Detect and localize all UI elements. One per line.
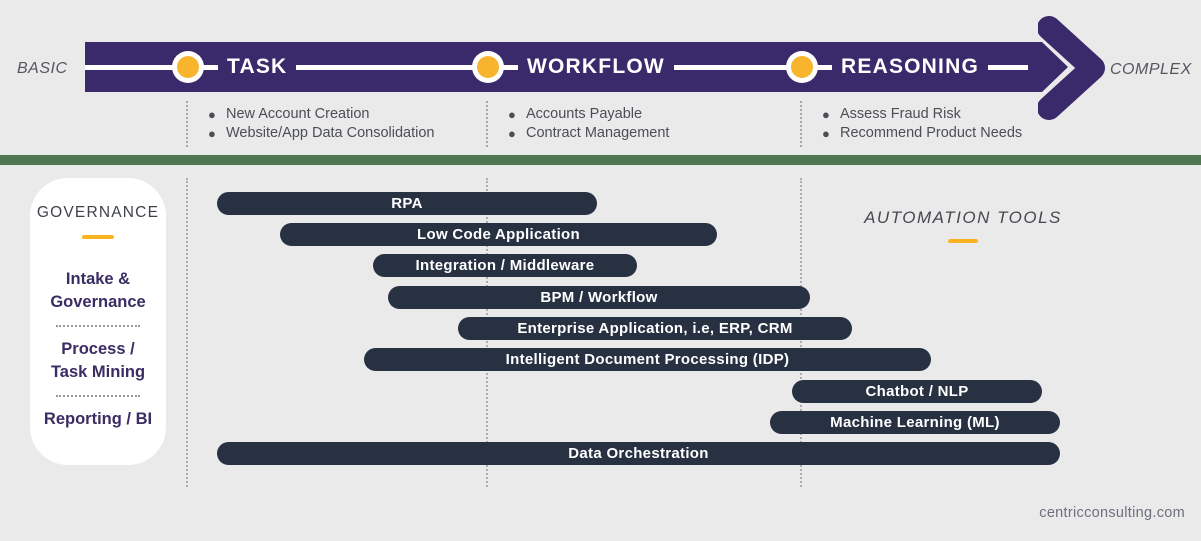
governance-item: Process / Task Mining [50,340,146,382]
milestone-dot-inner [477,56,499,78]
tool-bar: Data Orchestration [217,442,1060,465]
example-text: Contract Management [526,125,670,141]
bullet-icon: ● [508,107,516,122]
bullet-icon: ● [208,126,216,141]
example-list-reasoning: ● Assess Fraud Risk ● Recommend Product Nee… [822,105,1022,143]
example-text: Accounts Payable [526,106,643,122]
automation-tools-label: AUTOMATION TOOLS [864,208,1062,227]
example-item: ● Accounts Payable [508,105,669,124]
website-url: centricconsulting.com [1039,505,1185,521]
arrowhead-chevron-icon [1038,16,1105,120]
example-item: ● Contract Management [508,124,669,143]
example-item: ● New Account Creation [208,105,435,124]
example-text: Website/App Data Consolidation [226,125,435,141]
green-divider [0,155,1201,165]
complex-label: COMPLEX [1110,61,1192,78]
milestone-dot-task [172,51,204,83]
example-list-task: ● New Account Creation ● Website/App Data C… [208,105,435,143]
milestone-dot-inner [177,56,199,78]
example-text: Recommend Product Needs [840,125,1023,141]
tool-bar: RPA [217,192,597,215]
governance-separator [56,325,140,328]
example-text: Assess Fraud Risk [840,106,961,122]
milestone-label-reasoning: REASONING [832,42,988,92]
milestone-dot-workflow [472,51,504,83]
governance-underline [82,235,114,239]
example-text: New Account Creation [226,106,370,122]
governance-title: GOVERNANCE [36,204,160,221]
tool-bar: BPM / Workflow [388,286,810,309]
example-item: ● Assess Fraud Risk [822,105,1022,124]
bullet-icon: ● [822,126,830,141]
tool-bar: Enterprise Application, i.e, ERP, CRM [458,317,852,340]
milestone-dot-inner [791,56,813,78]
milestone-label-task: TASK [218,42,296,92]
automation-tools-title: AUTOMATION TOOLS [850,208,1076,243]
milestone-label-workflow: WORKFLOW [518,42,674,92]
milestone-dot-reasoning [786,51,818,83]
example-item: ● Website/App Data Consolidation [208,124,435,143]
tool-bar: Machine Learning (ML) [770,411,1060,434]
example-item: ● Recommend Product Needs [822,124,1022,143]
tool-bar: Integration / Middleware [373,254,637,277]
basic-label: BASIC [17,60,68,77]
dotted-gridline-top [800,101,802,147]
automation-tools-underline [948,239,978,243]
dotted-gridline-top [186,101,188,147]
spectrum-band: TASK WORKFLOW REASONING [85,42,1068,92]
governance-item: Intake & Governance [50,270,146,312]
tool-bar: Low Code Application [280,223,717,246]
tool-bar: Intelligent Document Processing (IDP) [364,348,931,371]
dotted-gridline-bottom [186,178,188,487]
tool-bar: Chatbot / NLP [792,380,1042,403]
bullet-icon: ● [822,107,830,122]
bullet-icon: ● [508,126,516,141]
governance-separator [56,395,140,398]
dotted-gridline-top [486,101,488,147]
bullet-icon: ● [208,107,216,122]
governance-item: Reporting / BI [43,410,153,429]
example-list-workflow: ● Accounts Payable ● Contract Management [508,105,669,143]
